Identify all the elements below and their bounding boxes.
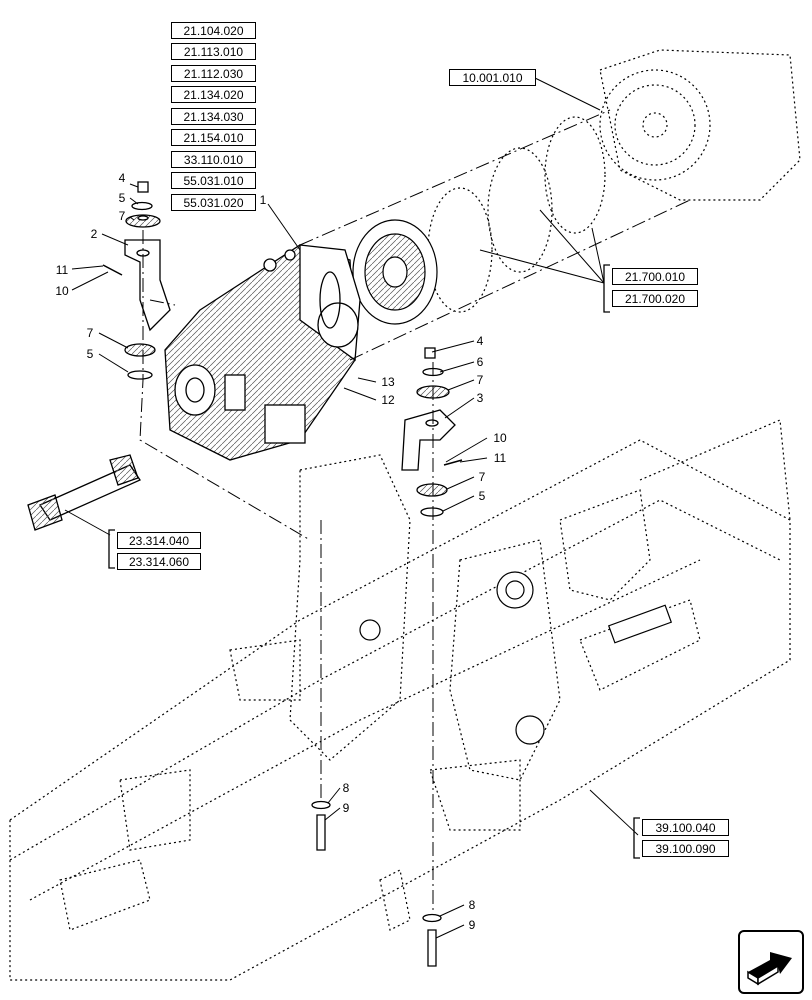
callout-left-bolt: 9 (343, 801, 350, 815)
assembly-center-lines (139, 109, 691, 910)
callout-right-spacer: 6 (477, 355, 484, 369)
callout-main-assembly: 1 (260, 193, 267, 207)
callout-right-bracket: 3 (477, 391, 484, 405)
callout-right-washer-bottom: 5 (479, 489, 486, 503)
ref-link-21-113-010[interactable]: 21.113.010 (171, 43, 256, 60)
callout-left-cushion-bottom: 7 (87, 326, 94, 340)
callout-item-13: 13 (381, 375, 395, 389)
ref-link-55-031-020[interactable]: 55.031.020 (171, 194, 256, 211)
callout-left-bracket: 2 (91, 227, 98, 241)
callout-left-cushion-top: 7 (119, 209, 126, 223)
callout-left-washer-bottom: 5 (87, 347, 94, 361)
tractor-frame (9, 419, 791, 981)
ref-link-55-031-010[interactable]: 55.031.010 (171, 172, 256, 189)
driveshaft (27, 454, 141, 531)
frame-details (359, 571, 673, 745)
callout-labels: 1 4 5 7 2 11 10 7 5 4 6 7 3 10 11 7 5 13… (55, 171, 507, 932)
ref-link-21-104-020[interactable]: 21.104.020 (171, 22, 256, 39)
callout-left-bolt-washer: 8 (343, 781, 350, 795)
ref-link-10-001-010[interactable]: 10.001.010 (449, 69, 536, 86)
leader-lines (64, 77, 639, 939)
right-mount-parts (401, 347, 463, 517)
ref-link-21-112-030[interactable]: 21.112.030 (171, 65, 256, 82)
transmission-assembly (164, 244, 361, 461)
callout-left-washer-screw: 10 (55, 284, 69, 298)
callout-right-bolt-washer: 8 (469, 898, 476, 912)
callout-left-washer-top: 5 (119, 191, 126, 205)
callout-left-nut: 4 (119, 171, 126, 185)
callout-right-washer-screw: 10 (493, 431, 507, 445)
callout-item-12: 12 (381, 393, 395, 407)
next-page-arrow-icon (747, 952, 792, 986)
ref-link-21-154-010[interactable]: 21.154.010 (171, 129, 256, 146)
next-page-button[interactable] (738, 930, 804, 994)
callout-right-cushion-top: 7 (477, 373, 484, 387)
reference-brackets (108, 264, 640, 859)
ref-link-23-314-040[interactable]: 23.314.040 (117, 532, 201, 549)
callout-right-screw: 11 (494, 451, 507, 465)
ref-link-21-700-010[interactable]: 21.700.010 (612, 268, 698, 285)
torque-converter (352, 219, 438, 325)
ref-link-33-110-010[interactable]: 33.110.010 (171, 151, 256, 168)
bottom-bolts (311, 800, 442, 967)
ref-link-39-100-090[interactable]: 39.100.090 (642, 840, 729, 857)
ref-link-21-700-020[interactable]: 21.700.020 (612, 290, 698, 307)
ref-link-21-134-020[interactable]: 21.134.020 (171, 86, 256, 103)
ref-link-23-314-060[interactable]: 23.314.060 (117, 553, 201, 570)
callout-left-screw: 11 (56, 263, 69, 277)
engine-outline (599, 49, 801, 201)
callout-right-cushion-bottom: 7 (479, 470, 486, 484)
callout-right-nut: 4 (477, 334, 484, 348)
ref-link-39-100-040[interactable]: 39.100.040 (642, 819, 729, 836)
callout-right-bolt: 9 (469, 918, 476, 932)
clutch-plates (427, 116, 606, 313)
ref-link-21-134-030[interactable]: 21.134.030 (171, 108, 256, 125)
left-mount-parts (102, 181, 171, 380)
